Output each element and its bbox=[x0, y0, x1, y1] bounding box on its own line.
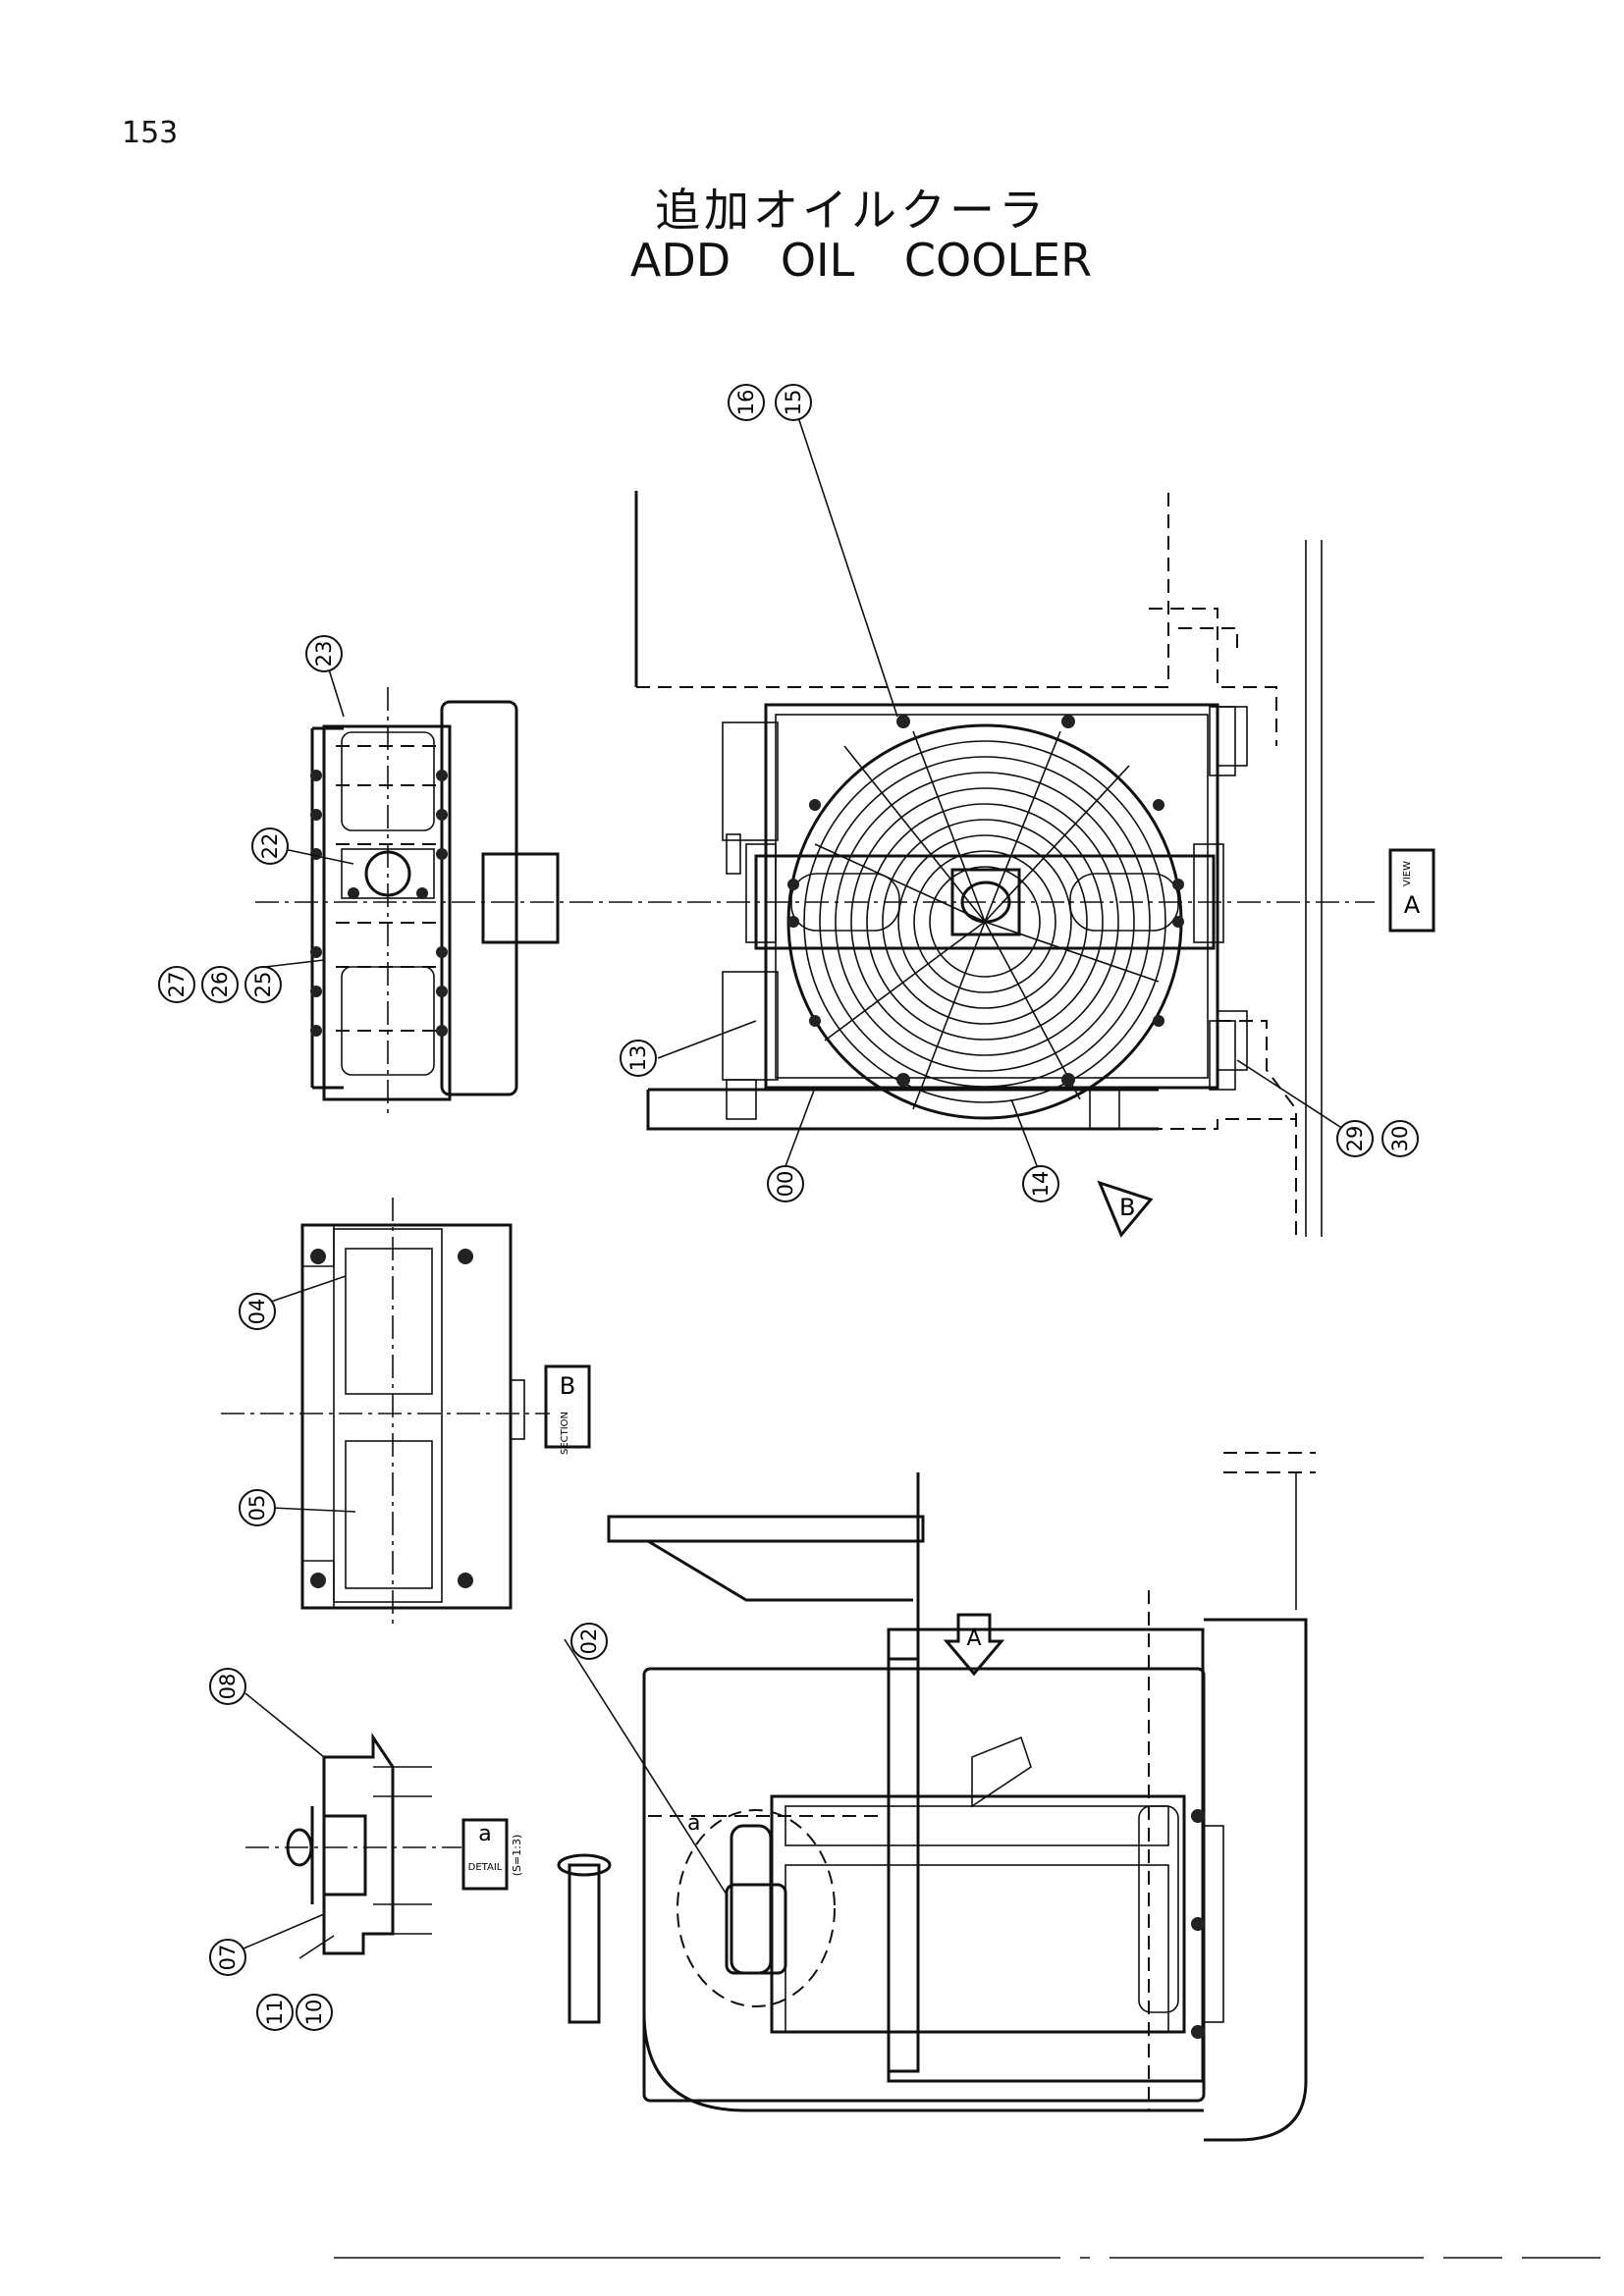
svg-text:02: 02 bbox=[577, 1629, 601, 1655]
detail-a-caption: DETAIL bbox=[468, 1862, 503, 1873]
svg-text:05: 05 bbox=[245, 1495, 269, 1522]
callout-15: 15 bbox=[775, 384, 812, 421]
view-a-caption: VIEW bbox=[1402, 861, 1413, 886]
callout-16: 16 bbox=[728, 384, 765, 421]
svg-text:07: 07 bbox=[216, 1945, 240, 1971]
callout-04: 04 bbox=[239, 1293, 276, 1330]
callout-00: 00 bbox=[767, 1165, 804, 1202]
detail-a-label: a bbox=[478, 1822, 491, 1846]
side-view bbox=[310, 687, 560, 1119]
svg-text:08: 08 bbox=[216, 1674, 240, 1700]
front-view: B A VIEW bbox=[255, 491, 1435, 1238]
page-number: 153 bbox=[122, 116, 179, 150]
callout-13: 13 bbox=[620, 1040, 657, 1077]
detail-a-view: a DETAIL (S=1:3) bbox=[245, 1733, 523, 1955]
svg-text:04: 04 bbox=[245, 1299, 269, 1325]
view-a-label-box: A VIEW bbox=[1388, 848, 1435, 933]
section-b-caption: SECTION bbox=[560, 1412, 570, 1455]
svg-text:22: 22 bbox=[258, 833, 282, 860]
view-b-arrow-label: B bbox=[1119, 1194, 1135, 1221]
callout-11: 11 bbox=[256, 1994, 294, 2031]
title-english: ADD OIL COOLER bbox=[629, 234, 1093, 287]
svg-text:23: 23 bbox=[312, 641, 336, 667]
svg-text:26: 26 bbox=[208, 972, 232, 998]
leader-lines bbox=[243, 401, 1344, 1959]
svg-text:25: 25 bbox=[251, 972, 275, 998]
svg-text:13: 13 bbox=[626, 1045, 650, 1072]
callout-22: 22 bbox=[251, 828, 289, 865]
callout-30: 30 bbox=[1381, 1120, 1419, 1157]
callout-23: 23 bbox=[305, 635, 343, 672]
callout-10: 10 bbox=[296, 1994, 333, 2031]
view-a-arrow: A bbox=[943, 1613, 1005, 1677]
svg-text:16: 16 bbox=[734, 390, 758, 416]
svg-text:14: 14 bbox=[1029, 1171, 1053, 1198]
svg-text:11: 11 bbox=[263, 2000, 287, 2026]
section-b-label: B bbox=[560, 1372, 575, 1400]
view-a-arrow-label: A bbox=[966, 1627, 981, 1651]
section-b-view: B SECTION bbox=[221, 1198, 591, 1629]
view-b-arrow: B bbox=[1097, 1180, 1154, 1238]
detail-a-scale: (S=1:3) bbox=[511, 1835, 523, 1877]
svg-text:29: 29 bbox=[1343, 1126, 1367, 1152]
title-japanese: 追加オイルクーラ bbox=[655, 184, 1048, 237]
callout-25: 25 bbox=[244, 966, 282, 1003]
assembly-view: A a bbox=[557, 1452, 1316, 2142]
callout-29: 29 bbox=[1336, 1120, 1374, 1157]
callout-02: 02 bbox=[570, 1623, 608, 1660]
section-b-label-box: B SECTION bbox=[544, 1364, 591, 1455]
svg-text:00: 00 bbox=[774, 1171, 797, 1198]
callout-14: 14 bbox=[1022, 1165, 1059, 1202]
detail-marker-label: a bbox=[687, 1811, 700, 1836]
svg-text:15: 15 bbox=[782, 390, 805, 416]
svg-text:30: 30 bbox=[1388, 1126, 1412, 1152]
callout-26: 26 bbox=[201, 966, 239, 1003]
svg-text:10: 10 bbox=[302, 2000, 326, 2026]
detail-a-label-box: a DETAIL (S=1:3) bbox=[461, 1818, 523, 1891]
callout-05: 05 bbox=[239, 1489, 276, 1526]
callout-27: 27 bbox=[158, 966, 195, 1003]
svg-text:27: 27 bbox=[165, 972, 189, 998]
callout-08: 08 bbox=[209, 1668, 246, 1705]
callout-07: 07 bbox=[209, 1939, 246, 1976]
view-a-label: A bbox=[1404, 891, 1421, 919]
